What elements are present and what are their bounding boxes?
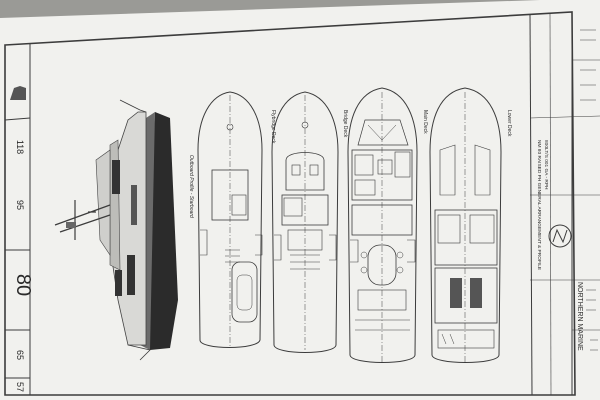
hull bbox=[146, 112, 178, 350]
model-label-80: 80 bbox=[12, 274, 34, 296]
model-label-57: 57 bbox=[15, 382, 25, 392]
engine bbox=[450, 278, 462, 308]
title-block: NM 80 RAISED PH GENERAL ARRANGEMENT & PR… bbox=[529, 12, 600, 396]
company-name: NORTHERN MARINE bbox=[576, 282, 583, 351]
flybridge-deck-plan: Flybridge Deck bbox=[197, 91, 276, 348]
logo-boat-icon bbox=[10, 86, 26, 100]
model-strip: 118 95 80 65 57 bbox=[4, 44, 34, 395]
dining-table bbox=[367, 244, 397, 286]
company-logo-icon bbox=[548, 224, 572, 248]
window bbox=[115, 270, 122, 296]
bridge-deck-plan: Bridge Deck bbox=[271, 91, 348, 353]
window bbox=[131, 185, 137, 225]
deck-label-lower: Lower Deck bbox=[506, 110, 512, 137]
window bbox=[127, 255, 135, 295]
profile-label: Outboard Profile - Starboard bbox=[188, 155, 194, 218]
engine bbox=[470, 278, 482, 308]
lower-deck-plan: Lower Deck bbox=[429, 87, 512, 363]
drawing-title: NM 80 RAISED PH GENERAL ARRANGEMENT & PR… bbox=[536, 140, 542, 270]
tender bbox=[231, 261, 258, 323]
main-deck-plan: Main Deck bbox=[347, 87, 428, 363]
deck-label-flybridge: Flybridge Deck bbox=[270, 110, 276, 144]
window bbox=[112, 160, 120, 194]
model-label-118: 118 bbox=[15, 140, 25, 154]
engine-room bbox=[434, 267, 498, 324]
drawing-number: 800LT/S 001 GA - RPH bbox=[543, 140, 549, 190]
deck-label-main: Main Deck bbox=[422, 110, 428, 134]
mast bbox=[54, 200, 111, 240]
model-label-65: 65 bbox=[15, 350, 25, 360]
model-label-95: 95 bbox=[15, 200, 25, 210]
drawing-border bbox=[4, 11, 576, 396]
deck-label-bridge: Bridge Deck bbox=[342, 110, 348, 138]
outboard-profile: Outboard Profile - Starboard bbox=[54, 99, 194, 361]
